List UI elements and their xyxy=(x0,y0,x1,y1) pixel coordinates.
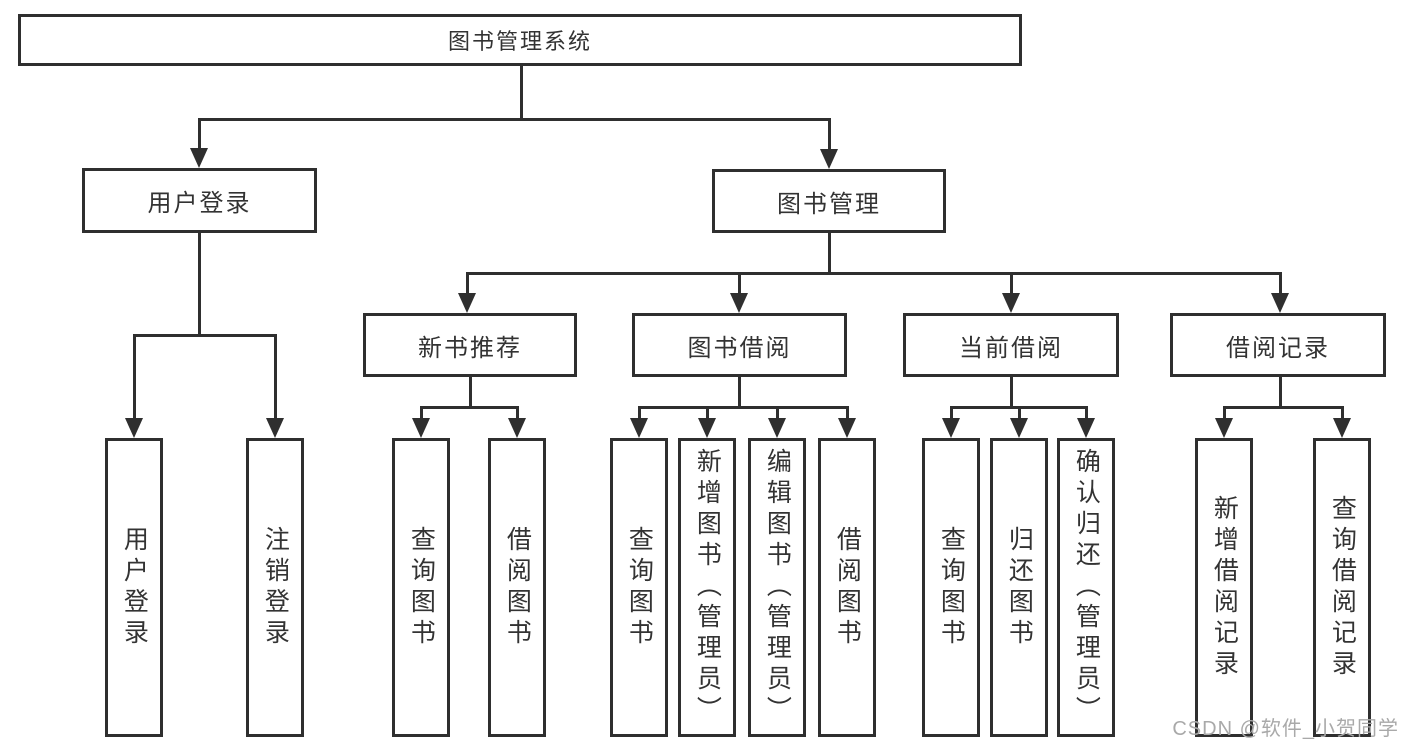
leaf-query-books-current: 查询图书 xyxy=(922,438,980,737)
connector-line xyxy=(520,66,523,120)
node-user-login: 用户登录 xyxy=(82,168,317,233)
connector-line xyxy=(738,272,741,296)
arrowhead-down xyxy=(1010,418,1028,438)
connector-line xyxy=(1223,406,1344,409)
connector-line xyxy=(1010,272,1013,296)
node-borrowing-records: 借阅记录 xyxy=(1170,313,1386,377)
node-label: 图书管理 xyxy=(777,190,881,218)
arrowhead-down xyxy=(838,418,856,438)
arrowhead-down xyxy=(1333,418,1351,438)
connector-line xyxy=(776,406,779,420)
connector-line xyxy=(706,406,709,420)
arrowhead-down xyxy=(630,418,648,438)
connector-line xyxy=(638,406,641,420)
connector-line xyxy=(198,233,201,337)
leaf-borrow-books-borrowing: 借阅图书 xyxy=(818,438,876,737)
connector-line xyxy=(469,377,472,409)
connector-line xyxy=(638,406,849,409)
arrowhead-down xyxy=(412,418,430,438)
node-label: 新增图书（管理员） xyxy=(693,448,722,727)
connector-line xyxy=(950,406,953,420)
connector-line xyxy=(274,334,277,420)
leaf-borrow-books-recommend: 借阅图书 xyxy=(488,438,546,737)
arrowhead-down xyxy=(1215,418,1233,438)
node-label: 用户登录 xyxy=(147,190,252,217)
node-label: 查询借阅记录 xyxy=(1328,494,1357,681)
node-label: 图书管理系统 xyxy=(447,29,592,54)
node-label: 图书借阅 xyxy=(687,334,792,362)
node-book-management: 图书管理 xyxy=(712,169,946,233)
arrowhead-down xyxy=(730,293,748,313)
node-label: 归还图书 xyxy=(1005,525,1034,650)
node-label: 新增借阅记录 xyxy=(1210,494,1239,681)
connector-line xyxy=(1010,377,1013,409)
leaf-return-books: 归还图书 xyxy=(990,438,1048,737)
leaf-logout: 注销登录 xyxy=(246,438,304,737)
connector-line xyxy=(133,334,276,337)
leaf-add-borrow-record: 新增借阅记录 xyxy=(1195,438,1253,737)
node-label: 注销登录 xyxy=(261,525,290,650)
node-label: 查询图书 xyxy=(407,525,436,650)
connector-line xyxy=(516,406,519,420)
leaf-confirm-return-admin: 确认归还（管理员） xyxy=(1057,438,1115,737)
connector-line xyxy=(1085,406,1088,420)
leaf-add-books-admin: 新增图书（管理员） xyxy=(678,438,736,737)
leaf-user-login: 用户登录 xyxy=(105,438,163,737)
arrowhead-down xyxy=(698,418,716,438)
arrowhead-down xyxy=(458,293,476,313)
arrowhead-down xyxy=(266,418,284,438)
connector-line xyxy=(846,406,849,420)
node-label: 借阅记录 xyxy=(1226,334,1330,362)
node-label: 用户登录 xyxy=(120,525,149,650)
connector-line xyxy=(466,272,1282,275)
connector-line xyxy=(828,118,831,152)
connector-line xyxy=(1279,272,1282,296)
leaf-query-borrow-record: 查询借阅记录 xyxy=(1313,438,1371,737)
connector-line xyxy=(1341,406,1344,420)
arrowhead-down xyxy=(125,418,143,438)
node-label: 查询图书 xyxy=(937,525,966,650)
node-label: 编辑图书（管理员） xyxy=(763,448,792,727)
node-label: 查询图书 xyxy=(625,525,654,650)
connector-line xyxy=(133,334,136,420)
node-root-system: 图书管理系统 xyxy=(18,14,1022,66)
arrowhead-down xyxy=(1002,293,1020,313)
arrowhead-down xyxy=(942,418,960,438)
arrowhead-down xyxy=(1271,293,1289,313)
connector-line xyxy=(420,406,519,409)
leaf-query-books-recommend: 查询图书 xyxy=(392,438,450,737)
connector-line xyxy=(466,272,469,296)
arrowhead-down xyxy=(1077,418,1095,438)
connector-line xyxy=(738,377,741,409)
connector-line xyxy=(1223,406,1226,420)
connector-line xyxy=(198,118,831,121)
leaf-query-books-borrowing: 查询图书 xyxy=(610,438,668,737)
csdn-watermark: CSDN @软件_小贺同学 xyxy=(1172,718,1399,740)
node-current-borrowing: 当前借阅 xyxy=(903,313,1119,377)
node-new-book-recommend: 新书推荐 xyxy=(363,313,577,377)
arrowhead-down xyxy=(508,418,526,438)
connector-line xyxy=(420,406,423,420)
connector-line xyxy=(828,233,831,275)
connector-line xyxy=(1279,377,1282,409)
connector-line xyxy=(198,118,201,150)
arrowhead-down xyxy=(820,149,838,169)
connector-line xyxy=(1018,406,1021,420)
arrowhead-down xyxy=(768,418,786,438)
node-label: 确认归还（管理员） xyxy=(1072,448,1101,727)
node-label: 新书推荐 xyxy=(418,334,522,362)
node-label: 当前借阅 xyxy=(959,334,1063,362)
node-label: 借阅图书 xyxy=(833,525,862,650)
node-label: 借阅图书 xyxy=(503,525,532,650)
arrowhead-down xyxy=(190,148,208,168)
node-book-borrowing: 图书借阅 xyxy=(632,313,847,377)
leaf-edit-books-admin: 编辑图书（管理员） xyxy=(748,438,806,737)
